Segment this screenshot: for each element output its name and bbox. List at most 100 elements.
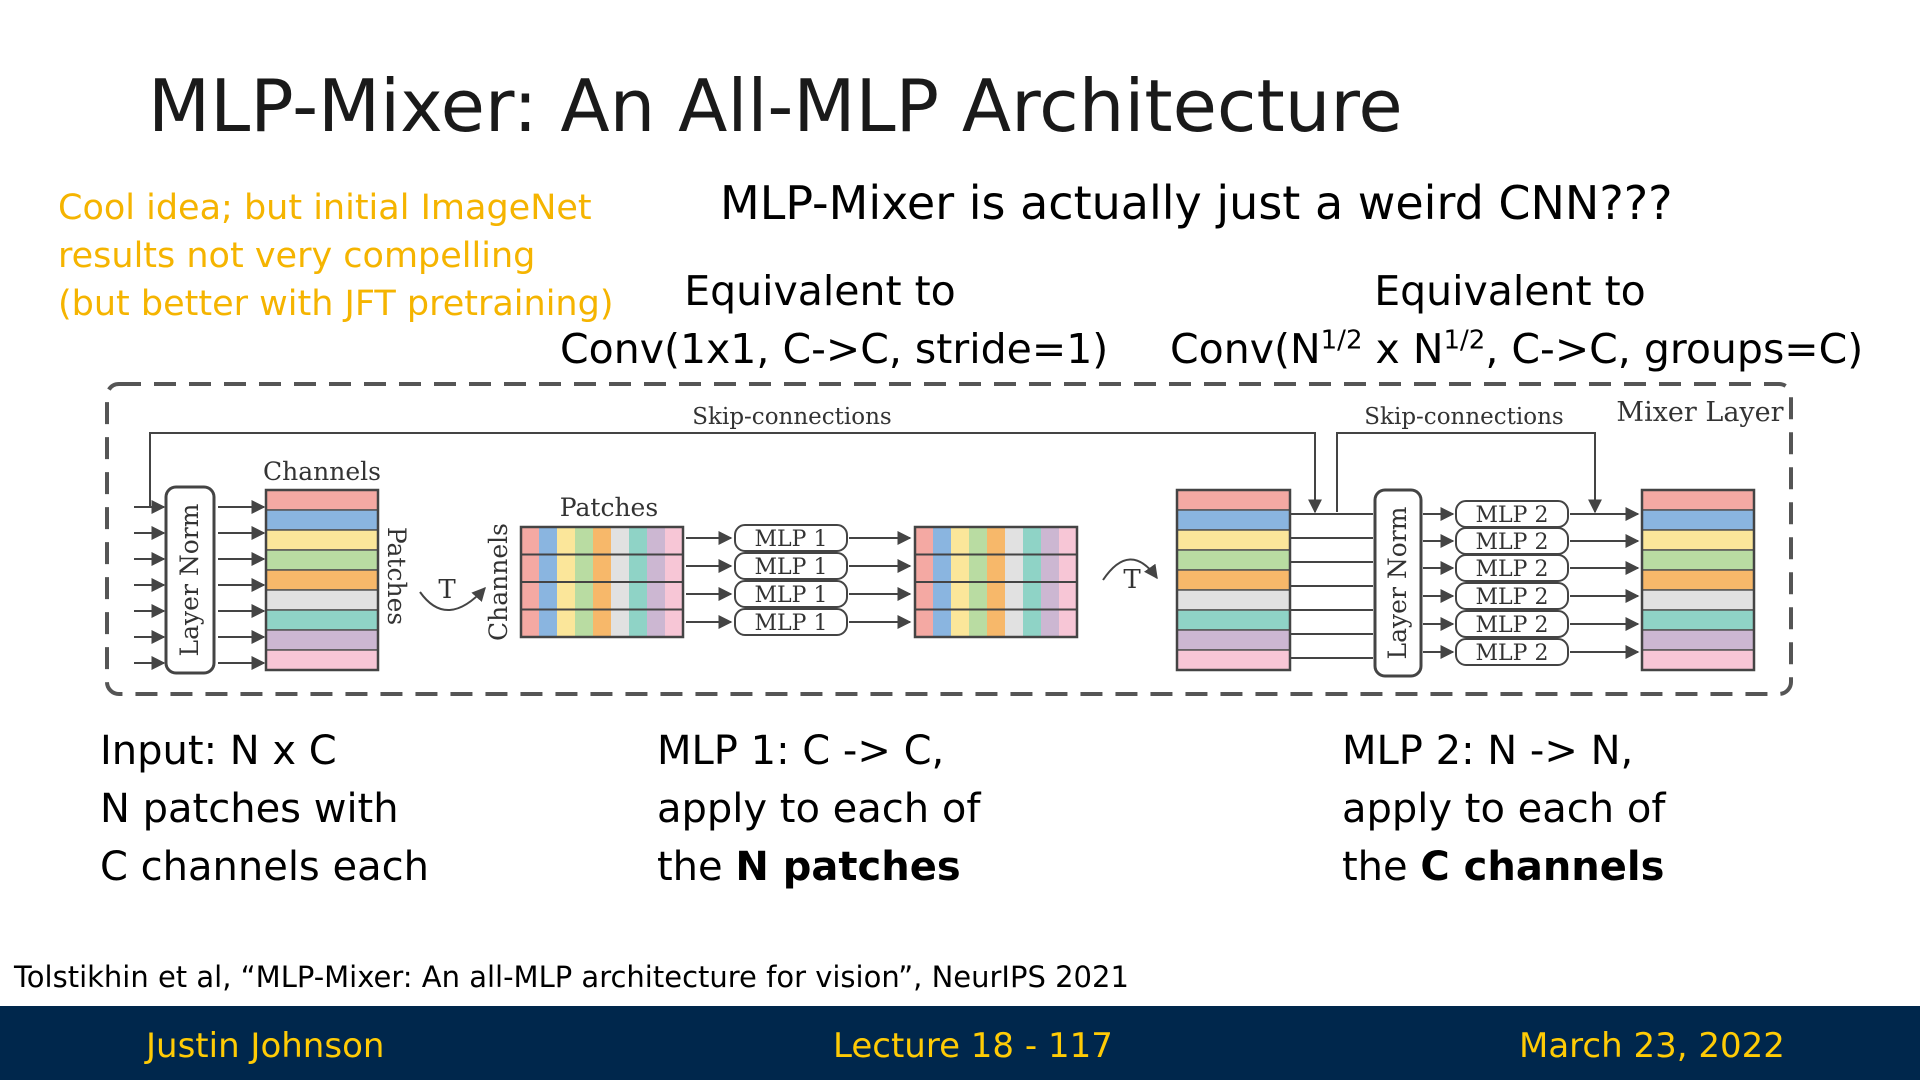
transpose-1-label: T [438,575,456,605]
eq-right-pre: Conv(N [1170,325,1321,373]
layer-norm-1 [164,485,216,675]
transposed-back-table-row [1176,589,1291,611]
caption-mlp1-pre: the [657,844,736,890]
caption-input-line2: N patches with [100,786,399,832]
equivalence-left-line1: Equivalent to [684,267,956,315]
transposed-back-table-outline [1175,488,1292,672]
mlp2-block [1455,638,1569,666]
transpose-1-arrow [419,586,486,611]
mlp2-label: MLP 2 [1476,641,1549,666]
output-table-row [1641,569,1755,591]
input-table-row [265,609,379,631]
eq-right-mid: x N [1362,325,1444,373]
input-table [264,488,380,672]
output-table-outline [1640,488,1756,672]
equivalence-right: Equivalent to Conv(N1/2 x N1/2, C->C, gr… [1170,262,1863,378]
transposed-patches-label: Patches [560,493,658,522]
mlp2-label: MLP 2 [1476,557,1549,582]
mlp2-block [1455,582,1569,610]
output-table-row [1641,629,1755,651]
mlp1-block [734,580,848,608]
mlp1-output-table-outline [913,525,1079,639]
eq-right-sup2: 1/2 [1443,325,1486,356]
transposed-table-outline [519,525,685,639]
mlp1-block [734,524,848,552]
mlp1-block [734,552,848,580]
input-table-row [265,569,379,591]
mlp1-label: MLP 1 [755,527,828,552]
output-table-row [1641,609,1755,631]
input-table-row [265,509,379,531]
slide-subtitle: MLP-Mixer is actually just a weird CNN??… [720,176,1673,230]
caption-mlp1: MLP 1: C -> C, apply to each of the N pa… [657,722,980,896]
mlp1-output-table [913,525,1079,639]
footer-date: March 23, 2022 [1519,1026,1785,1066]
skip-connection-right-label: Skip-connections [1364,404,1563,430]
eq-right-post: , C->C, groups=C) [1485,325,1864,373]
citation: Tolstikhin et al, “MLP-Mixer: An all-MLP… [14,960,1129,994]
layer-norm-2-label: Layer Norm [1383,506,1412,659]
input-channels-label: Channels [263,457,381,486]
input-table-row [265,649,379,671]
mlp1-block [734,608,848,636]
side-note: Cool idea; but initial ImageNet results … [58,188,614,324]
caption-mlp1-line1: MLP 1: C -> C, [657,728,945,774]
input-table-row [265,629,379,651]
skip-connection-left [149,432,1322,514]
caption-input-line1: Input: N x C [100,728,337,774]
input-table-outline [264,488,380,672]
mlp1-label: MLP 1 [755,555,828,580]
mlp2-label: MLP 2 [1476,503,1549,528]
transposed-back-table-row [1176,649,1291,671]
caption-mlp2-line2: apply to each of [1342,786,1666,832]
mlp1-label: MLP 1 [755,583,828,608]
transposed-channels-label: Channels [484,523,513,641]
slide-title: MLP-Mixer: An All-MLP Architecture [148,64,1403,148]
equivalence-left: Equivalent to Conv(1x1, C->C, stride=1) [560,262,1109,378]
transposed-back-table-row [1176,609,1291,631]
caption-input-line3: C channels each [100,844,429,890]
layer-norm-2-input-arrows [1290,513,1373,659]
transposed-back-table [1175,488,1292,672]
footer-author: Justin Johnson [146,1026,385,1066]
transpose-2-arrow [1102,558,1158,581]
layer-norm-1-label: Layer Norm [175,503,204,656]
input-table-row [265,529,379,551]
output-table-row [1641,589,1755,611]
mlp2-label: MLP 2 [1476,613,1549,638]
caption-mlp2-bold: C channels [1420,844,1665,890]
equivalence-right-line2: Conv(N1/2 x N1/2, C->C, groups=C) [1170,320,1863,378]
footer-bar [0,1006,1920,1080]
transpose-2-label: T [1123,565,1141,595]
caption-mlp1-line3: the N patches [657,838,980,896]
transposed-back-table-row [1176,509,1291,531]
transposed-back-table-row [1176,629,1291,651]
output-table-row [1641,649,1755,671]
transposed-back-table-row [1176,549,1291,571]
input-patches-label: Patches [382,527,411,625]
caption-mlp2-line3: the C channels [1342,838,1665,896]
equivalence-left-line2: Conv(1x1, C->C, stride=1) [560,325,1109,373]
caption-mlp1-line2: apply to each of [657,786,981,832]
equivalence-right-line1: Equivalent to [1374,267,1646,315]
skip-connection-right [1336,432,1602,514]
input-arrows [134,500,166,670]
output-table-row [1641,549,1755,571]
transposed-back-table-row [1176,569,1291,591]
input-table-row [265,489,379,511]
input-table-row [265,549,379,571]
mlp2-label: MLP 2 [1476,585,1549,610]
layer-norm-1-arrows [218,500,266,670]
mlp2-block [1455,610,1569,638]
caption-input: Input: N x C N patches with C channels e… [100,722,429,896]
layer-norm-2 [1373,488,1423,678]
output-table-row [1641,509,1755,531]
transposed-back-table-row [1176,489,1291,511]
output-table-row [1641,529,1755,551]
footer-lecture: Lecture 18 - 117 [833,1026,1113,1066]
mlp2-block [1455,554,1569,582]
output-table [1640,488,1756,672]
